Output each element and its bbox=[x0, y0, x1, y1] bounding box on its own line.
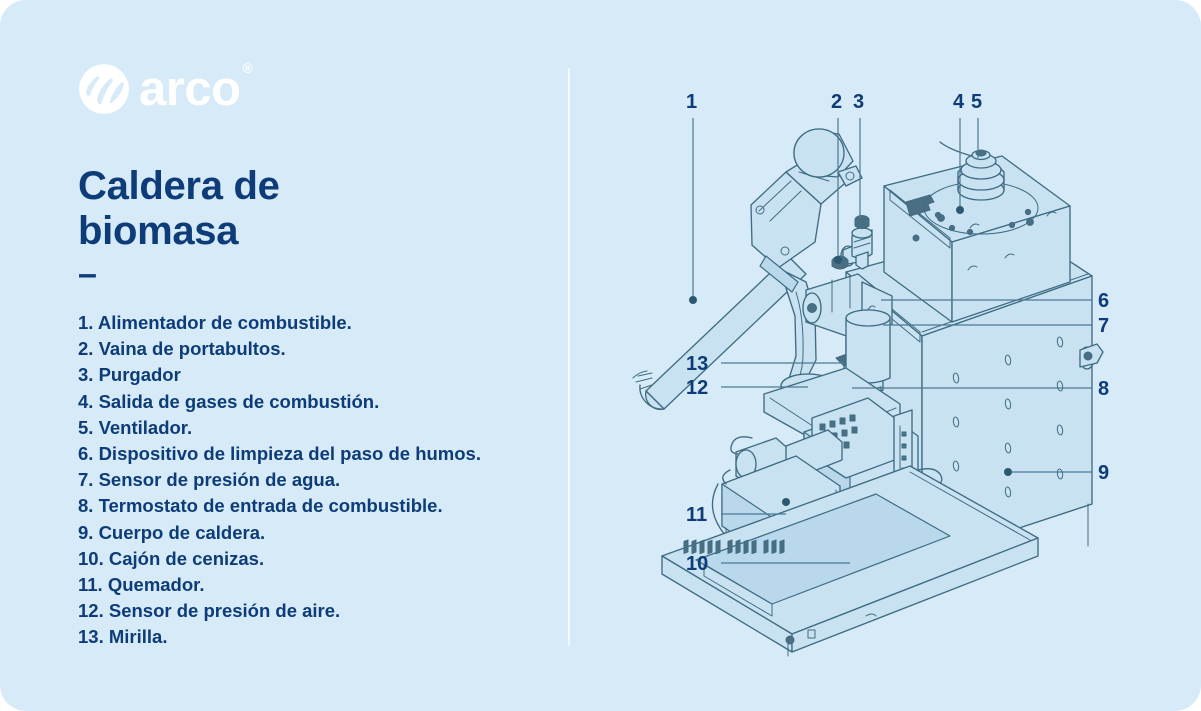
part-purger bbox=[851, 215, 873, 270]
left-content-column: arco® Caldera de biomasa – 1. Alimentado… bbox=[78, 58, 548, 667]
legend-item: 2. Vaina de portabultos. bbox=[78, 338, 286, 360]
legend-item: 11. Quemador. bbox=[78, 574, 205, 596]
brand-wordmark: arco® bbox=[139, 61, 253, 116]
page-title-line-2: biomasa bbox=[78, 208, 239, 253]
trademark-symbol: ® bbox=[242, 60, 253, 77]
legend-item: 10. Cajón de cenizas. bbox=[78, 547, 265, 569]
part-ash-drawer bbox=[661, 465, 1039, 657]
legend-item: 13. Mirilla. bbox=[78, 626, 168, 648]
callout-numbers: 1 2 3 4 5 6 7 8 9 10 11 12 13 bbox=[686, 91, 1109, 575]
page-title: Caldera de biomasa bbox=[78, 164, 548, 254]
boiler-technical-diagram: .ln { fill:none; stroke:#4a7a93; stroke-… bbox=[600, 60, 1190, 660]
callout-number-12: 12 bbox=[686, 377, 708, 399]
callout-leaders bbox=[689, 118, 1092, 564]
part-fuel-feeder bbox=[632, 128, 863, 411]
callout-number-5: 5 bbox=[971, 91, 982, 113]
callout-number-4: 4 bbox=[953, 91, 965, 113]
brand-logo: arco® bbox=[78, 58, 548, 120]
callout-number-13: 13 bbox=[686, 353, 708, 375]
brand-name: arco bbox=[139, 61, 241, 116]
legend-item: 12. Sensor de presión de aire. bbox=[78, 600, 341, 622]
legend-list: 1. Alimentador de combustible. 2. Vaina … bbox=[78, 310, 548, 651]
callout-number-11: 11 bbox=[686, 504, 707, 526]
legend-item: 1. Alimentador de combustible. bbox=[78, 311, 352, 333]
legend-item: 6. Dispositivo de limpieza del paso de h… bbox=[78, 443, 481, 464]
title-dash: – bbox=[78, 254, 97, 293]
vertical-divider bbox=[568, 68, 570, 646]
callout-number-9: 9 bbox=[1098, 462, 1109, 484]
callout-number-10: 10 bbox=[686, 553, 708, 575]
part-burner-tank bbox=[845, 305, 891, 384]
legend-item: 4. Salida de gases de combustión. bbox=[78, 390, 380, 412]
legend-item: 9. Cuerpo de caldera. bbox=[78, 521, 266, 543]
callout-number-1: 1 bbox=[686, 91, 697, 113]
legend-item: 5. Ventilador. bbox=[78, 416, 193, 438]
part-ventilator bbox=[923, 141, 1039, 236]
legend-item: 8. Termostato de entrada de combustible. bbox=[78, 495, 443, 517]
callout-number-7: 7 bbox=[1098, 315, 1109, 337]
callout-number-3: 3 bbox=[853, 91, 864, 113]
callout-number-8: 8 bbox=[1098, 378, 1109, 400]
arco-swirl-logo-icon bbox=[78, 63, 130, 115]
callout-number-6: 6 bbox=[1098, 290, 1109, 312]
legend-item: 3. Purgador bbox=[78, 364, 181, 386]
callout-number-2: 2 bbox=[831, 91, 842, 113]
legend-item: 7. Sensor de presión de agua. bbox=[78, 469, 341, 491]
page-title-line-1: Caldera de bbox=[78, 164, 280, 208]
